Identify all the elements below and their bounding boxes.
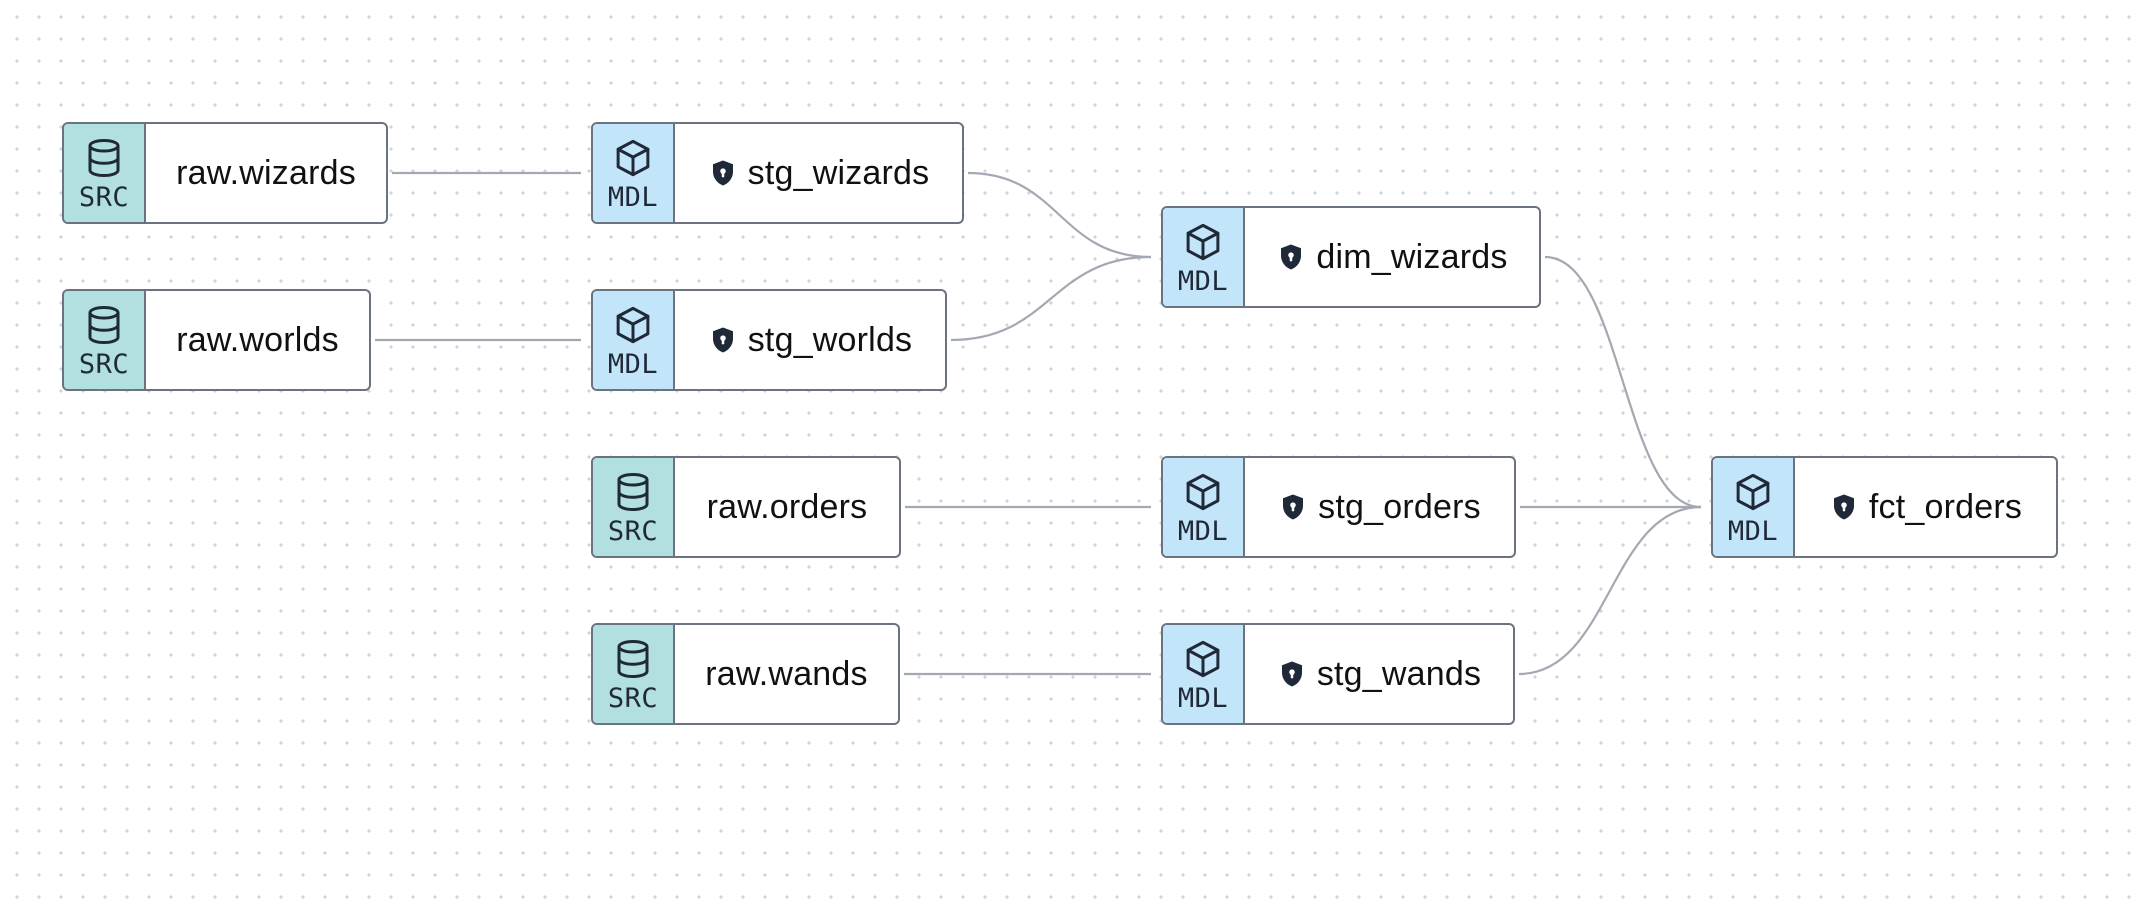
node-raw-orders[interactable]: SRC raw.orders <box>591 456 901 558</box>
edge-stg-worlds-to-dim-wizards <box>950 255 1152 342</box>
edge-stg-wands-to-fct-orders <box>1518 505 1702 676</box>
node-stg-worlds[interactable]: MDL stg_worlds <box>591 289 947 391</box>
cube-icon <box>1182 471 1224 513</box>
node-type-label: MDL <box>1177 266 1229 297</box>
node-type-badge: MDL <box>1163 458 1245 556</box>
node-type-badge: MDL <box>593 124 675 222</box>
shield-lock-icon <box>1277 659 1307 689</box>
node-label: raw.wands <box>705 654 868 693</box>
node-type-badge: SRC <box>64 124 146 222</box>
edge-dim-wizards-to-fct-orders <box>1544 255 1702 509</box>
node-type-label: MDL <box>607 349 659 380</box>
cube-icon <box>1732 471 1774 513</box>
cube-icon <box>612 137 654 179</box>
node-type-badge: MDL <box>593 291 675 389</box>
cube-icon <box>1182 638 1224 680</box>
node-label: stg_wizards <box>747 153 930 192</box>
node-body: stg_orders <box>1245 458 1514 556</box>
node-type-badge: MDL <box>1163 208 1245 306</box>
node-stg-wands[interactable]: MDL stg_wands <box>1161 623 1515 725</box>
node-body: stg_wands <box>1245 625 1513 723</box>
node-label: stg_wands <box>1316 654 1482 693</box>
node-body: dim_wizards <box>1245 208 1539 306</box>
node-type-label: MDL <box>607 182 659 213</box>
shield-lock-icon <box>1829 492 1859 522</box>
node-body: raw.wizards <box>146 124 386 222</box>
cube-icon <box>612 304 654 346</box>
node-dim-wizards[interactable]: MDL dim_wizards <box>1161 206 1541 308</box>
node-type-label: SRC <box>607 516 659 547</box>
shield-lock-icon <box>1276 242 1306 272</box>
node-label: stg_worlds <box>747 320 913 359</box>
shield-lock-icon <box>708 158 738 188</box>
node-type-label: MDL <box>1177 516 1229 547</box>
node-type-label: SRC <box>78 182 130 213</box>
shield-lock-icon <box>1278 492 1308 522</box>
node-type-badge: MDL <box>1163 625 1245 723</box>
node-raw-worlds[interactable]: SRC raw.worlds <box>62 289 371 391</box>
node-type-label: MDL <box>1177 683 1229 714</box>
node-type-label: SRC <box>607 683 659 714</box>
node-label: raw.wizards <box>176 153 356 192</box>
node-type-badge: MDL <box>1713 458 1795 556</box>
node-label: fct_orders <box>1868 487 2023 526</box>
database-icon <box>612 471 654 513</box>
node-label: raw.worlds <box>176 320 339 359</box>
node-type-badge: SRC <box>593 625 675 723</box>
node-body: raw.worlds <box>146 291 369 389</box>
cube-icon <box>1182 221 1224 263</box>
node-raw-wands[interactable]: SRC raw.wands <box>591 623 900 725</box>
node-stg-orders[interactable]: MDL stg_orders <box>1161 456 1516 558</box>
node-body: raw.orders <box>675 458 899 556</box>
node-type-badge: SRC <box>593 458 675 556</box>
node-body: raw.wands <box>675 625 898 723</box>
database-icon <box>83 304 125 346</box>
node-raw-wizards[interactable]: SRC raw.wizards <box>62 122 388 224</box>
database-icon <box>83 137 125 179</box>
node-type-label: MDL <box>1727 516 1779 547</box>
node-label: stg_orders <box>1318 487 1481 526</box>
node-type-label: SRC <box>78 349 130 380</box>
node-body: stg_wizards <box>675 124 962 222</box>
node-label: dim_wizards <box>1316 237 1508 276</box>
node-type-badge: SRC <box>64 291 146 389</box>
node-fct-orders[interactable]: MDL fct_orders <box>1711 456 2058 558</box>
node-stg-wizards[interactable]: MDL stg_wizards <box>591 122 964 224</box>
database-icon <box>612 638 654 680</box>
node-label: raw.orders <box>706 487 868 526</box>
node-body: fct_orders <box>1795 458 2056 556</box>
shield-lock-icon <box>708 325 738 355</box>
edge-stg-wizards-to-dim-wizards <box>967 171 1152 259</box>
node-body: stg_worlds <box>675 291 945 389</box>
